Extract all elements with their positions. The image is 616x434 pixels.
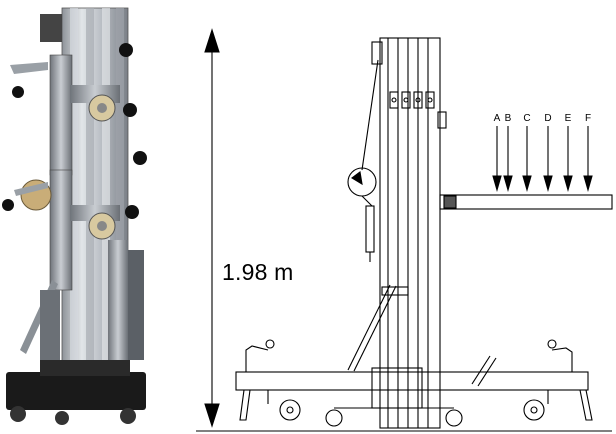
- load-label-e: E: [565, 113, 572, 124]
- load-arrow-f: F: [583, 113, 593, 193]
- load-arrow-b: B: [503, 113, 513, 193]
- load-arrow-a: A: [492, 113, 502, 193]
- load-label-f: F: [585, 113, 591, 124]
- load-arrow-e: E: [563, 113, 573, 193]
- photo-legs: [20, 240, 144, 380]
- lift-photo: [2, 7, 147, 425]
- load-arrow-d: D: [543, 113, 553, 193]
- drawing-winch: [347, 59, 379, 262]
- load-label-d: D: [544, 113, 551, 124]
- photo-carriage-upper: [10, 43, 137, 176]
- drawing-mast: [371, 37, 447, 429]
- load-arrow-c: C: [522, 113, 532, 193]
- load-label-c: C: [523, 113, 530, 124]
- photo-mast: [40, 7, 129, 379]
- load-label-b: B: [505, 113, 512, 124]
- drawing-load-arm: [439, 194, 613, 210]
- load-label-a: A: [494, 113, 501, 124]
- drawing-strut: [347, 284, 409, 372]
- photo-carriage-lower: [2, 151, 147, 291]
- photo-base: [6, 360, 146, 425]
- drawing-base: [235, 339, 593, 421]
- height-label: 1.98 m: [222, 259, 294, 285]
- height-dimension-arrow: [204, 28, 220, 428]
- drawing-casters: [279, 399, 545, 427]
